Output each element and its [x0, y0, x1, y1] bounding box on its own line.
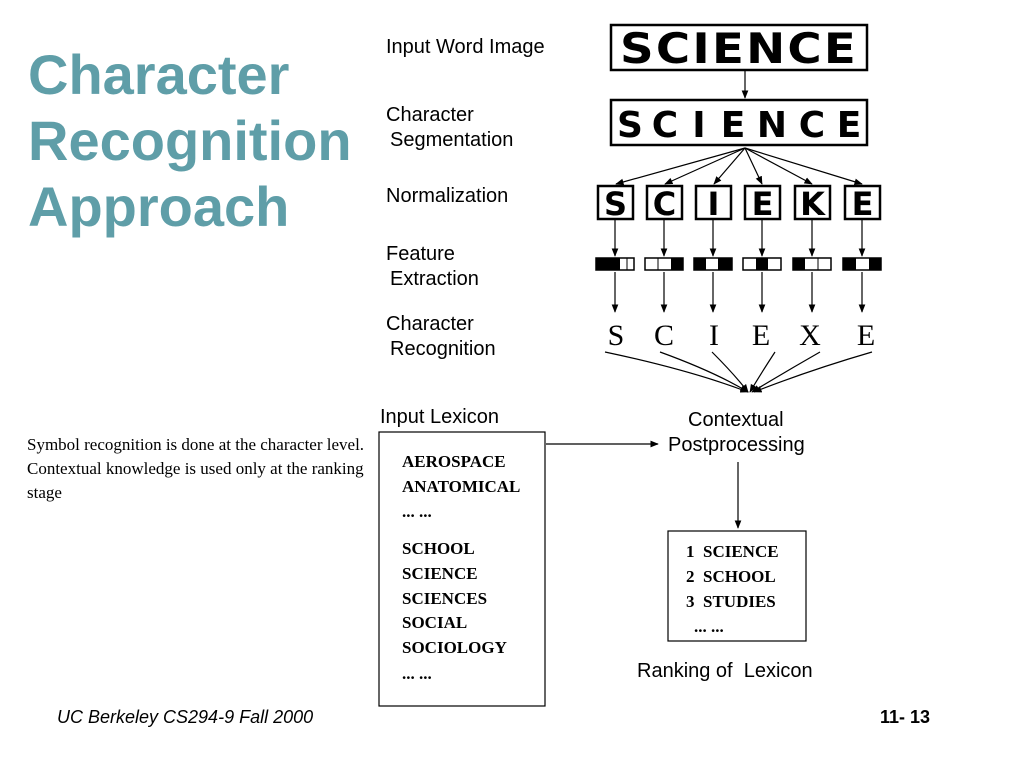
lexicon-item-4: SCHOOL: [402, 539, 475, 558]
footer-course: UC Berkeley CS294-9 Fall 2000: [57, 707, 314, 727]
body-line-1: Symbol recognition is done at the charac…: [27, 435, 365, 454]
norm-glyph-3: I: [708, 185, 720, 223]
ranking-label: Ranking of Lexicon: [637, 660, 813, 682]
segmentation-box: [609, 98, 869, 147]
lexicon-item-7: SOCIAL: [402, 613, 467, 632]
input-word-image-text: SCIENCE: [620, 24, 858, 73]
title-line-1: Character: [28, 43, 290, 106]
feature-vectors: [595, 257, 882, 271]
seg-glyph-7: E: [837, 105, 862, 146]
contextual-label-2: Postprocessing: [668, 434, 805, 456]
normalized-glyphs: S C I E K E: [596, 184, 882, 223]
stage-char-segmentation-2: Segmentation: [390, 129, 513, 151]
contextual-label-1: Contextual: [688, 409, 784, 431]
seg-glyph-5: N: [757, 105, 787, 146]
recognized-letter-2: C: [654, 319, 674, 352]
recognized-letters: S C I E X E: [608, 319, 876, 352]
lexicon-item-8: SOCIOLOGY: [402, 638, 507, 657]
lexicon-item-2: ANATOMICAL: [402, 477, 520, 496]
seg-glyph-1: S: [617, 105, 643, 146]
lexicon-item-6: SCIENCES: [402, 589, 487, 608]
norm-glyph-4: E: [752, 185, 774, 223]
recognized-letter-5: X: [799, 319, 821, 352]
ranking-item-4: ... ...: [694, 617, 724, 636]
seg-glyph-6: C: [799, 105, 825, 146]
fanout-arrows: [615, 147, 863, 186]
body-text: Symbol recognition is done at the charac…: [27, 433, 377, 505]
stage-input-word-image: Input Word Image: [386, 36, 545, 58]
lexicon-item-3: ... ...: [402, 502, 432, 521]
stage-char-segmentation-1: Character: [386, 104, 474, 126]
norm-glyph-1: S: [604, 185, 627, 223]
input-word-image-box: [609, 23, 869, 72]
ranking-item-2: 2 SCHOOL: [686, 567, 776, 586]
norm-glyph-2: C: [653, 185, 676, 223]
ranking-box: [667, 530, 807, 642]
ranking-item-3: 3 STUDIES: [686, 592, 776, 611]
lexicon-item-1: AEROSPACE: [402, 452, 506, 471]
stage-normalization: Normalization: [386, 185, 508, 207]
norm-glyph-5: K: [800, 185, 826, 223]
input-lexicon-box: [378, 431, 546, 707]
segmented-glyphs: S C I E N C E: [617, 105, 861, 146]
lexicon-list: AEROSPACE ANATOMICAL ... ... SCHOOL SCIE…: [402, 452, 520, 683]
ranking-item-1: 1 SCIENCE: [686, 542, 779, 561]
seg-glyph-2: C: [652, 105, 678, 146]
stage-feature-extraction-1: Feature: [386, 243, 455, 265]
lexicon-item-9: ... ...: [402, 664, 432, 683]
ranking-list: 1 SCIENCE 2 SCHOOL 3 STUDIES ... ...: [686, 542, 779, 636]
stage-char-recognition-1: Character: [386, 313, 474, 335]
recognized-letter-1: S: [608, 319, 625, 352]
slide-title: Character Recognition Approach: [28, 42, 368, 240]
seg-glyph-3: I: [692, 105, 705, 146]
norm-glyph-6: E: [852, 185, 874, 223]
title-line-2: Recognition: [28, 109, 352, 172]
recognized-letter-4: E: [752, 319, 770, 352]
recognized-letter-3: I: [709, 319, 719, 352]
footer-page-number: 11- 13: [880, 707, 931, 727]
converging-arrows: [604, 351, 873, 393]
stage-feature-extraction-2: Extraction: [390, 268, 479, 290]
title-line-3: Approach: [28, 175, 290, 238]
input-lexicon-label: Input Lexicon: [380, 406, 499, 428]
lexicon-item-5: SCIENCE: [402, 564, 478, 583]
recognized-letter-6: E: [857, 319, 875, 352]
stage-char-recognition-2: Recognition: [390, 338, 496, 360]
body-line-2: Contextual knowledge is used only at the…: [27, 459, 364, 502]
seg-glyph-4: E: [721, 105, 746, 146]
arrows-to-letters: [611, 272, 866, 313]
arrows-to-features: [611, 220, 866, 257]
